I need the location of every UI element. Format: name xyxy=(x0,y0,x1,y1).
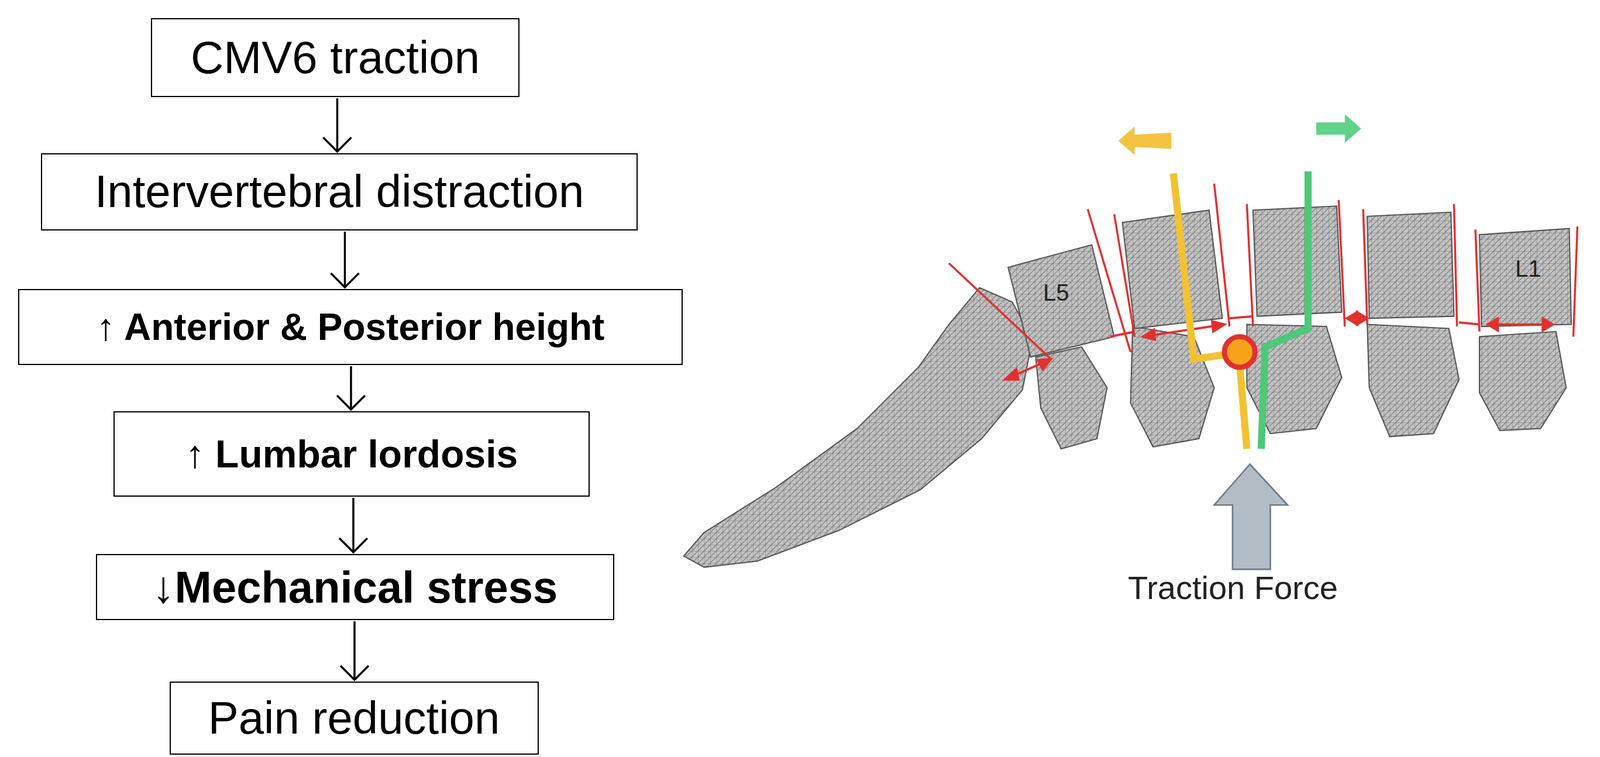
box-text: ↑ Anterior & Posterior height xyxy=(96,306,605,348)
distraction-arrows xyxy=(1005,312,1553,380)
green-axis xyxy=(1261,171,1309,449)
vertebral-body xyxy=(1253,205,1343,316)
flow-arrow xyxy=(339,497,368,553)
vertebral-body xyxy=(1479,228,1572,327)
process-box: ↑ Lumbar lordosis xyxy=(113,411,590,497)
vertebral-body xyxy=(1007,245,1114,358)
posterior-element xyxy=(1367,324,1460,438)
posterior-element xyxy=(1479,331,1567,431)
rotation-center xyxy=(1224,336,1255,367)
posterior-element xyxy=(1130,326,1215,447)
vertebral-body xyxy=(1122,210,1223,329)
yellow-axis xyxy=(1239,365,1247,449)
vertebra-label: L1 xyxy=(1515,255,1542,282)
sacrum xyxy=(683,287,1033,568)
flow-arrow xyxy=(331,231,360,288)
vertebra-label: L5 xyxy=(1043,279,1070,306)
vertebral-body xyxy=(1367,212,1454,319)
box-text: Pain reduction xyxy=(208,693,501,744)
process-box: Intervertebral distraction xyxy=(40,153,638,231)
process-box: ↑ Anterior & Posterior height xyxy=(18,288,683,366)
posterior-element xyxy=(1035,346,1107,449)
process-box: Pain reduction xyxy=(169,681,539,755)
box-text: ↓Mechanical stress xyxy=(152,562,559,612)
flow-arrow xyxy=(323,98,352,153)
box-text: Intervertebral distraction xyxy=(94,166,585,218)
process-box: CMV6 traction xyxy=(150,18,520,98)
force-label: Traction Force xyxy=(1127,568,1338,607)
traction-force-arrow xyxy=(1214,463,1289,570)
flow-arrow xyxy=(340,621,369,681)
box-text: CMV6 traction xyxy=(190,32,480,84)
green-direction-arrow xyxy=(1316,114,1362,143)
endplate-lines xyxy=(948,183,1578,360)
yellow-direction-arrow xyxy=(1118,126,1172,156)
process-box: ↓Mechanical stress xyxy=(95,554,615,621)
yellow-axis xyxy=(1173,173,1237,359)
box-text: ↑ Lumbar lordosis xyxy=(185,432,518,476)
flow-arrow xyxy=(336,366,366,411)
